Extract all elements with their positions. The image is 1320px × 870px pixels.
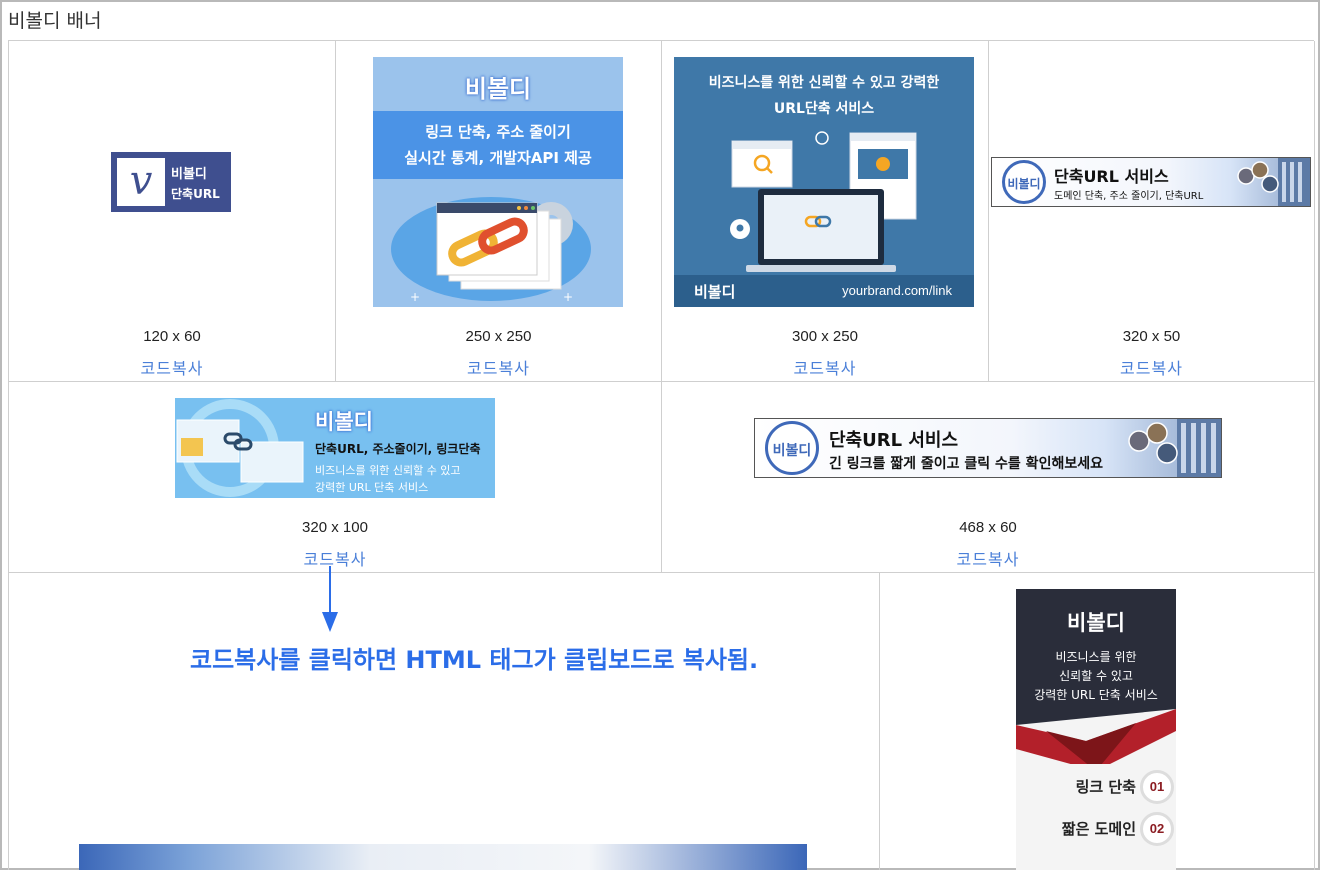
banner-skyscraper: 비볼디 비즈니스를 위한 신뢰할 수 있고 강력한 URL 단축 서비스 링크 …	[1016, 589, 1176, 870]
banner-250x250: 비볼디 링크 단축, 주소 줄이기 실시간 통계, 개발자API 제공 + +	[373, 57, 623, 307]
svg-text:+: +	[563, 290, 573, 304]
banner-320x50: 비볼디 단축URL 서비스 도메인 단축, 주소 줄이기, 단축URL	[991, 157, 1311, 207]
banner-brand: 비볼디	[1067, 611, 1125, 635]
banner-line2: 실시간 통계, 개발자API 제공	[404, 149, 592, 167]
banner-grid: v 비볼디 단축URL 120 x 60 코드복사 비볼디 링크 단축, 주소 …	[8, 40, 1315, 870]
banner-320x100: 비볼디 단축URL, 주소줄이기, 링크단축 비즈니스를 위한 신뢰할 수 있고…	[175, 398, 495, 498]
banner-120x60: v 비볼디 단축URL	[111, 152, 231, 212]
laptop-illustration	[730, 131, 917, 272]
photo-collage-image	[1237, 158, 1310, 206]
banner-desc-1: 비즈니스를 위한 신뢰할 수 있고	[315, 464, 461, 477]
red-ribbon-shape	[1016, 709, 1176, 769]
copy-code-link[interactable]: 코드복사	[1120, 359, 1183, 378]
photo-collage-image	[1128, 419, 1221, 477]
banner-tagline: 단축URL, 주소줄이기, 링크단축	[315, 442, 481, 456]
feature-list: 링크 단축 01 짧은 도메인 02	[1016, 764, 1176, 870]
chain-link-illustration: + +	[391, 197, 591, 304]
banner-728x90-partial	[79, 844, 807, 870]
banner-cell-468x60: 비볼디 단축URL 서비스 긴 링크를 짧게 줄이고 클릭 수를 확인해보세요 …	[662, 382, 1315, 573]
banner-subtitle: 단축URL	[171, 187, 220, 201]
banner-line1: 링크 단축, 주소 줄이기	[425, 123, 571, 141]
arrow-down-icon	[322, 566, 338, 632]
copy-code-link[interactable]: 코드복사	[140, 359, 204, 378]
svg-text:+: +	[410, 290, 420, 304]
banner-size-label: 320 x 100	[302, 519, 368, 536]
banner-brand: 비볼디	[315, 410, 373, 434]
banner-subtitle: 긴 링크를 짧게 줄이고 클릭 수를 확인해보세요	[829, 456, 1103, 472]
banner-desc-1: 비즈니스를 위한	[1055, 650, 1137, 664]
banner-desc-2: 강력한 URL 단축 서비스	[315, 481, 429, 494]
copy-code-link[interactable]: 코드복사	[956, 550, 1020, 569]
badge-icon: 비볼디	[1002, 160, 1046, 204]
feature-label: 링크 단축	[1075, 778, 1136, 796]
banner-subtitle: 도메인 단축, 주소 줄이기, 단축URL	[1054, 191, 1204, 202]
banner-footer: 비볼디 yourbrand.com/link	[674, 275, 974, 307]
feature-item: 링크 단축 01	[1026, 770, 1176, 804]
banner-size-label: 468 x 60	[959, 519, 1017, 536]
banner-cell-120x60: v 비볼디 단축URL 120 x 60 코드복사	[9, 41, 336, 382]
feature-number: 02	[1140, 812, 1174, 846]
banner-brand: 비볼디	[464, 75, 532, 103]
feature-label: 짧은 도메인	[1061, 820, 1136, 838]
banner-title: 단축URL 서비스	[1054, 167, 1169, 186]
banner-brand: 비볼디	[171, 167, 207, 182]
copy-code-link[interactable]: 코드복사	[467, 359, 530, 378]
copy-code-link[interactable]: 코드복사	[793, 359, 857, 378]
banner-size-label: 120 x 60	[143, 328, 201, 345]
banner-brand: 비볼디	[694, 283, 736, 301]
copy-code-link[interactable]: 코드복사	[303, 550, 367, 569]
badge-icon: 비볼디	[765, 421, 819, 475]
banner-headline: 비즈니스를 위한 신뢰할 수 있고 강력한	[708, 75, 940, 91]
logo-icon: v	[117, 158, 165, 206]
feature-item: 짧은 도메인 02	[1026, 812, 1176, 846]
banner-desc-2: 신뢰할 수 있고	[1059, 669, 1133, 683]
annotation-text: 코드복사를 클릭하면 HTML 태그가 클립보드로 복사됨.	[190, 646, 759, 674]
page-title: 비볼디 배너	[8, 10, 102, 32]
banner-url: yourbrand.com/link	[842, 283, 952, 298]
banner-size-label: 250 x 250	[465, 328, 532, 345]
banner-cell-250x250: 비볼디 링크 단축, 주소 줄이기 실시간 통계, 개발자API 제공 + +	[336, 41, 662, 382]
banner-size-label: 300 x 250	[792, 328, 858, 345]
banner-cell-320x100: 비볼디 단축URL, 주소줄이기, 링크단축 비즈니스를 위한 신뢰할 수 있고…	[9, 382, 662, 573]
banner-300x250: 비즈니스를 위한 신뢰할 수 있고 강력한 URL단축 서비스	[674, 57, 974, 307]
banner-cell-large	[9, 573, 880, 870]
banner-468x60: 비볼디 단축URL 서비스 긴 링크를 짧게 줄이고 클릭 수를 확인해보세요	[754, 418, 1222, 478]
feature-number: 01	[1140, 770, 1174, 804]
banner-title: 단축URL 서비스	[829, 430, 959, 451]
link-pages-illustration	[176, 399, 304, 497]
banner-cell-320x50: 비볼디 단축URL 서비스 도메인 단축, 주소 줄이기, 단축URL 320 …	[989, 41, 1315, 382]
banner-size-label: 320 x 50	[1122, 328, 1181, 345]
banner-strip: 링크 단축, 주소 줄이기 실시간 통계, 개발자API 제공	[373, 111, 623, 179]
banner-headline-2: URL단축 서비스	[773, 101, 875, 117]
banner-cell-300x250: 비즈니스를 위한 신뢰할 수 있고 강력한 URL단축 서비스	[662, 41, 989, 382]
banner-cell-skyscraper: 비볼디 비즈니스를 위한 신뢰할 수 있고 강력한 URL 단축 서비스 링크 …	[880, 573, 1315, 870]
banner-desc-3: 강력한 URL 단축 서비스	[1034, 688, 1158, 702]
